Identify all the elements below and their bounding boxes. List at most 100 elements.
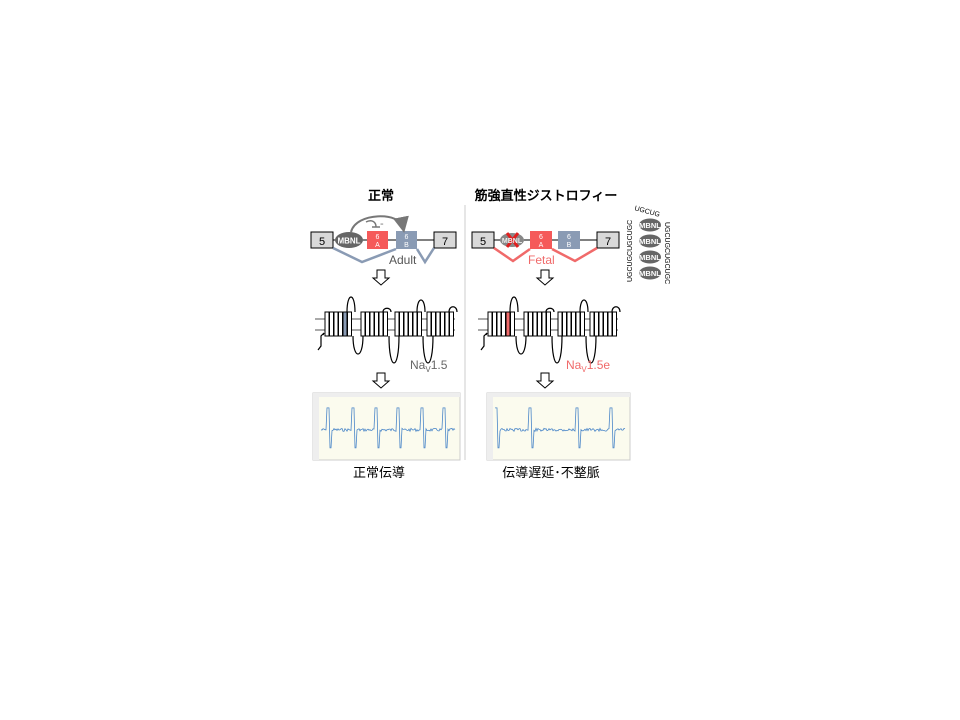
ecg-normal: [312, 392, 461, 461]
extracellular-loop: [346, 296, 356, 313]
intracellular-loop: [352, 335, 364, 355]
sequestered-mbnl-stack: MBNL MBNL MBNL MBNL: [639, 218, 661, 280]
ecg-panel: [486, 392, 631, 461]
mbnl-protein: [639, 218, 661, 232]
exon-6b-letter: B: [567, 242, 572, 249]
extracellular-loop: [579, 299, 589, 313]
mbnl-label: MBNL: [639, 237, 661, 246]
down-arrow: [371, 372, 391, 389]
transmembrane-segment: [566, 311, 572, 337]
transmembrane-segment: [505, 311, 511, 337]
ecg-panel: [312, 392, 461, 461]
down-arrow: [535, 269, 555, 286]
normal-splicing-diagram: 5 MBNL 6 A 6 B 7 - + Adult: [310, 215, 457, 267]
exon-6b-letter: B: [404, 242, 409, 249]
transmembrane-segment: [580, 311, 585, 337]
transmembrane-segment: [537, 311, 542, 337]
exon-5-label: 5: [319, 236, 325, 248]
mbnl-label: MBNL: [502, 238, 523, 245]
mbnl-label: MBNL: [639, 221, 661, 230]
ecg-side-bar: [487, 393, 493, 460]
repeat-strand-right: UGCUGCUGCUGC: [663, 222, 670, 284]
dm-title: 筋強直性ジストロフィー: [474, 188, 618, 203]
caption-normal-conduction: 正常伝導: [353, 465, 405, 480]
mbnl-label: MBNL: [639, 253, 661, 262]
ecg-side-bar: [313, 393, 319, 460]
cug-repeat-hairpin: UGCUGCUGCUGC UGCUG UGCUGCUGCUGC MBNL MBN…: [627, 205, 670, 284]
exon-7-label: 7: [605, 236, 611, 248]
transmembrane-segment: [440, 311, 445, 337]
activation-sign: +: [400, 217, 406, 229]
exon-7: [596, 231, 620, 249]
channel-label-nav15e: NaV1.5e: [566, 358, 610, 374]
transmembrane-segment: [333, 311, 339, 337]
adult-splicing-path: [332, 246, 436, 265]
transmembrane-segment: [431, 311, 436, 337]
mbnl-label: MBNL: [337, 237, 360, 246]
dm-splicing-diagram: 5 MBNL 6 A 6 B 7 Fetal: [471, 231, 620, 267]
transmembrane-segment: [399, 311, 404, 337]
transmembrane-segment: [329, 311, 334, 337]
exon-6a-num: 6: [376, 234, 380, 241]
exon-6b-num: 6: [567, 234, 571, 241]
ecg-arrhythmia: [486, 392, 631, 461]
ecg-header-bar: [487, 393, 630, 397]
exon-6a: [530, 231, 552, 249]
transmembrane-segment: [342, 311, 348, 337]
transmembrane-segment: [408, 311, 413, 337]
down-arrow: [535, 372, 555, 389]
transmembrane-segment: [589, 311, 595, 337]
transmembrane-segment: [598, 311, 604, 337]
exon-6b: [558, 231, 580, 249]
transmembrane-segment: [603, 311, 608, 337]
ecg-trace: [320, 407, 456, 449]
nav15-channel-topology: [315, 296, 458, 364]
transmembrane-segment: [607, 311, 613, 337]
extracellular-loop: [611, 306, 621, 313]
transmembrane-segment: [575, 311, 581, 337]
intracellular-loop: [515, 335, 527, 355]
exon-6a-num: 6: [539, 234, 543, 241]
nav15e-channel-topology: [478, 296, 621, 364]
exon-6b-num: 6: [405, 234, 409, 241]
transmembrane-segment: [435, 311, 441, 337]
transmembrane-segment: [394, 311, 400, 337]
exon-5: [471, 231, 495, 249]
mbnl-protein: [639, 234, 661, 248]
channel-label-nav15: NaV1.5: [410, 358, 448, 374]
transmembrane-segment: [378, 311, 384, 337]
repeat-loop: UGCUG: [634, 205, 661, 219]
intracellular-loop: [551, 335, 563, 364]
transmembrane-segment: [444, 311, 450, 337]
transmembrane-segment: [571, 311, 576, 337]
transmembrane-segment: [510, 311, 515, 337]
transmembrane-segment: [324, 311, 330, 337]
ecg-header-bar: [313, 393, 460, 397]
transmembrane-segment: [528, 311, 533, 337]
transmembrane-segment: [557, 311, 563, 337]
transmembrane-segment: [562, 311, 567, 337]
transmembrane-segment: [426, 311, 432, 337]
transmembrane-segment: [523, 311, 529, 337]
transmembrane-segment: [532, 311, 538, 337]
repeat-strand-left: UGCUGCUGCUGC: [627, 220, 634, 282]
transmembrane-segment: [487, 311, 493, 337]
intracellular-loop: [388, 335, 400, 364]
transmembrane-segment: [594, 311, 599, 337]
exon-7: [433, 231, 457, 249]
extracellular-loop: [509, 296, 519, 313]
exon-5-label: 5: [480, 236, 486, 248]
mbnl-protein: [639, 250, 661, 264]
extracellular-loop: [545, 307, 555, 313]
normal-title: 正常: [368, 188, 394, 203]
transmembrane-segment: [492, 311, 497, 337]
extracellular-loop: [448, 306, 458, 313]
transmembrane-segment: [541, 311, 547, 337]
transmembrane-segment: [612, 311, 617, 337]
exon-6a-letter: A: [375, 242, 380, 249]
repression-sign: -: [380, 218, 384, 230]
ecg-trace: [495, 407, 626, 449]
isoform-label-fetal: Fetal: [528, 253, 555, 267]
exon-6a-letter: A: [539, 242, 544, 249]
